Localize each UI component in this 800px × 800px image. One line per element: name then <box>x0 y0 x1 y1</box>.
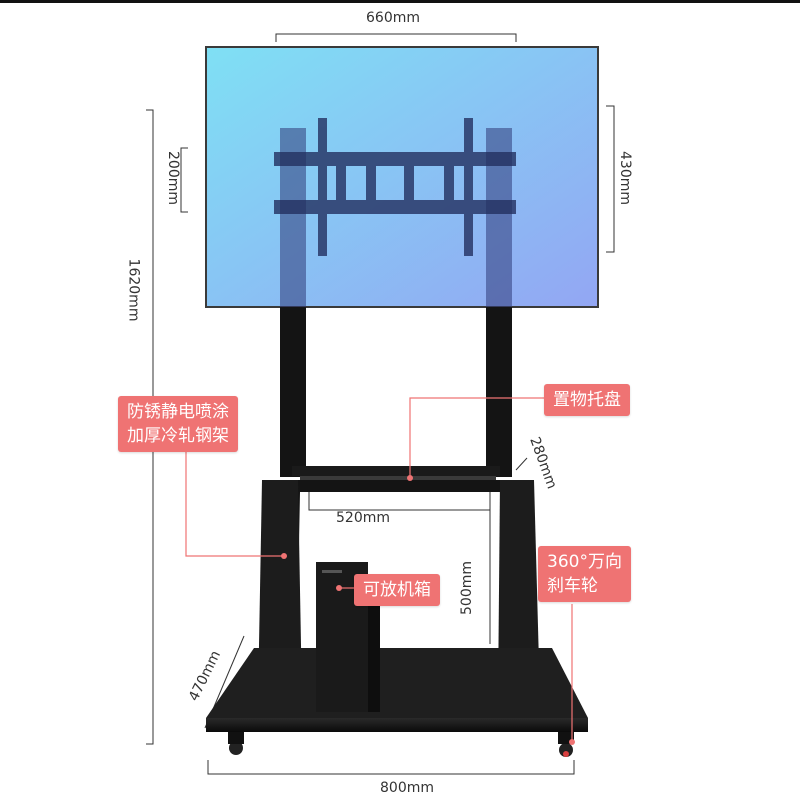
pc-case <box>316 562 380 712</box>
dim-screen-width: 660mm <box>366 10 420 26</box>
dim-mount-height: 200mm <box>165 151 181 205</box>
wheel-callout: 360°万向 刹车轮 <box>538 546 631 602</box>
case-callout: 可放机箱 <box>354 574 440 606</box>
tray-shelf <box>292 466 500 482</box>
base-platform <box>206 648 588 757</box>
frame-callout-line1: 防锈静电喷涂 <box>127 402 229 422</box>
case-callout-label: 可放机箱 <box>363 580 431 600</box>
dim-tray-width: 520mm <box>336 510 390 526</box>
dim-base-width: 800mm <box>380 780 434 796</box>
dim-total-height: 1620mm <box>125 258 142 322</box>
dim-screen-height: 430mm <box>617 151 633 205</box>
top-border <box>0 0 800 3</box>
tray-callout-label: 置物托盘 <box>553 390 621 410</box>
callout-lines <box>185 397 575 745</box>
tv-screen <box>205 46 599 308</box>
wheel-callout-line2: 刹车轮 <box>547 576 598 596</box>
wheel-callout-line1: 360°万向 <box>547 552 622 572</box>
frame-callout: 防锈静电喷涂 加厚冷轧钢架 <box>118 396 238 452</box>
frame-callout-line2: 加厚冷轧钢架 <box>127 426 229 446</box>
vesa-bracket <box>274 118 516 256</box>
tray-callout: 置物托盘 <box>544 384 630 416</box>
dim-shelf-height: 500mm <box>459 561 475 615</box>
